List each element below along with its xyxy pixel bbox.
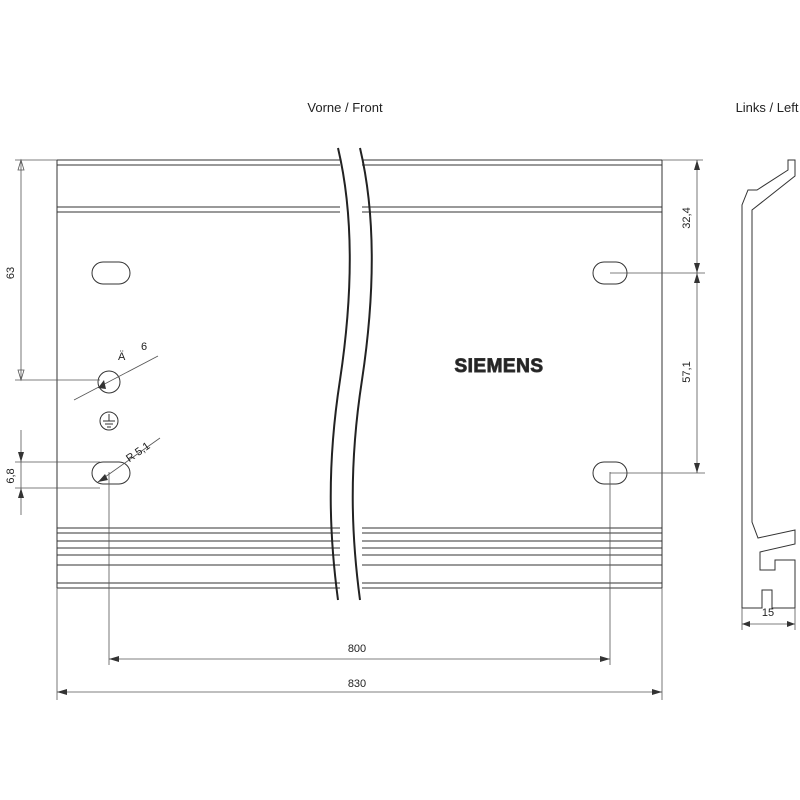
dim-15-label: 15 [762, 607, 774, 619]
front-plate [56, 147, 663, 601]
dim-800 [108, 472, 611, 665]
dim-slot-radius [97, 437, 161, 483]
siemens-logo: SIEMENS [454, 356, 543, 377]
mounting-slot-top-left [91, 261, 131, 285]
dim-15 [741, 608, 796, 630]
grounding-hole [97, 370, 121, 394]
dim-height-63-label: 63 [5, 267, 17, 279]
dim-830-label: 830 [348, 678, 366, 690]
break-line-right [351, 147, 373, 601]
side-profile [741, 159, 796, 609]
dim-height-63 [15, 158, 100, 382]
mounting-slot-bottom-left [91, 461, 131, 485]
dim-57-1-label: 57,1 [681, 361, 693, 382]
dim-32-4-label: 32,4 [681, 207, 693, 228]
dim-slot-6-8-label: 6,8 [5, 468, 17, 483]
dim-hole-diameter-label: 6 [141, 341, 147, 353]
dim-32-4 [610, 159, 705, 274]
left-view-label: Links / Left [736, 100, 799, 115]
ground-symbol-icon [99, 411, 119, 431]
dim-hole-symbol: Ä [118, 351, 126, 363]
dim-830 [56, 588, 663, 700]
dim-800-label: 800 [348, 643, 366, 655]
dim-slot-radius-label: R 5,1 [124, 440, 152, 465]
front-view-label: Vorne / Front [307, 100, 383, 115]
dim-57-1 [610, 273, 705, 474]
dim-slot-6-8 [15, 430, 100, 515]
dim-hole-diameter [73, 355, 159, 401]
break-line-left [329, 147, 351, 601]
